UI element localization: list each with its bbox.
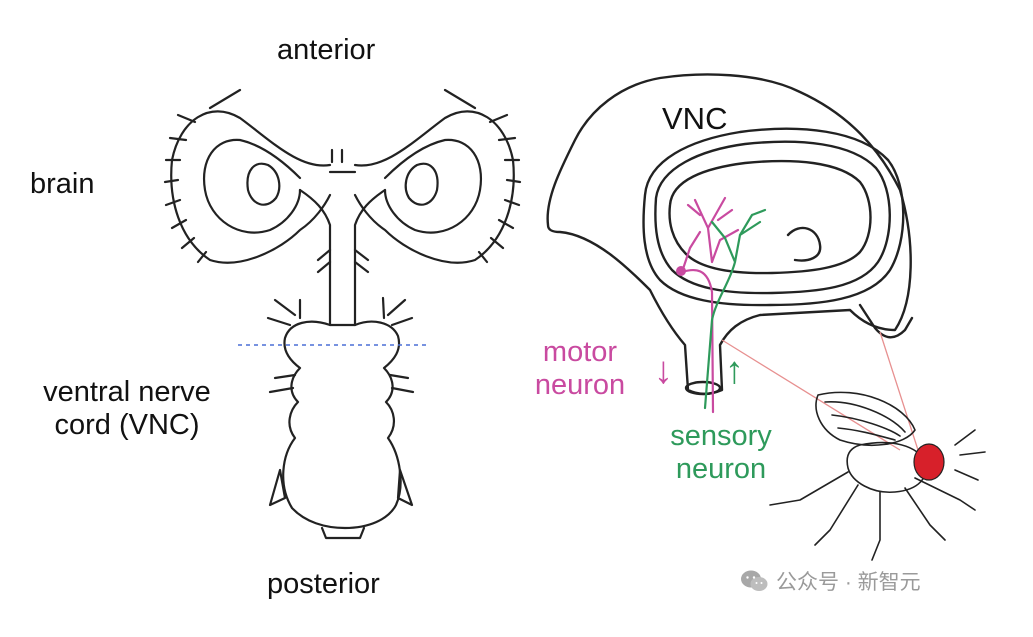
label-vnc-line1: ventral nerve xyxy=(43,376,211,408)
label-sensory-neuron: sensory neuron xyxy=(658,420,784,486)
fly-eye xyxy=(913,443,945,481)
label-sensory-line2: neuron xyxy=(675,452,767,485)
label-anterior: anterior xyxy=(277,34,376,66)
label-vnc-section: VNC xyxy=(662,101,728,136)
label-brain: brain xyxy=(30,168,95,200)
motor-neuron-soma xyxy=(676,266,686,276)
fly-pointer-lines xyxy=(721,331,919,451)
label-sensory-line1: sensory xyxy=(670,420,772,452)
vnc-body xyxy=(282,320,402,530)
watermark-text: 公众号 · 新智元 xyxy=(776,571,921,594)
label-vnc-left: ventral nerve cord (VNC) xyxy=(28,376,226,442)
watermark: 公众号 · 新智元 xyxy=(740,566,921,596)
wechat-icon xyxy=(741,570,768,591)
brain-right-lobe xyxy=(353,88,522,264)
motor-arrow: ↓ xyxy=(654,350,673,392)
motor-neuron xyxy=(680,196,740,414)
vnc-section-ring xyxy=(642,127,905,307)
label-motor-line1: motor xyxy=(542,336,618,368)
label-posterior: posterior xyxy=(267,568,380,600)
label-motor-neuron: motor neuron xyxy=(524,336,636,402)
sensory-neuron xyxy=(703,208,767,410)
label-motor-line2: neuron xyxy=(534,368,626,401)
fly-illustration xyxy=(769,391,986,561)
brain-connective xyxy=(298,170,387,327)
vnc-section-outer xyxy=(546,73,912,395)
label-vnc-line2: cord (VNC) xyxy=(54,408,200,441)
brain-left-lobe xyxy=(163,88,332,264)
sensory-arrow: ↑ xyxy=(725,350,744,392)
